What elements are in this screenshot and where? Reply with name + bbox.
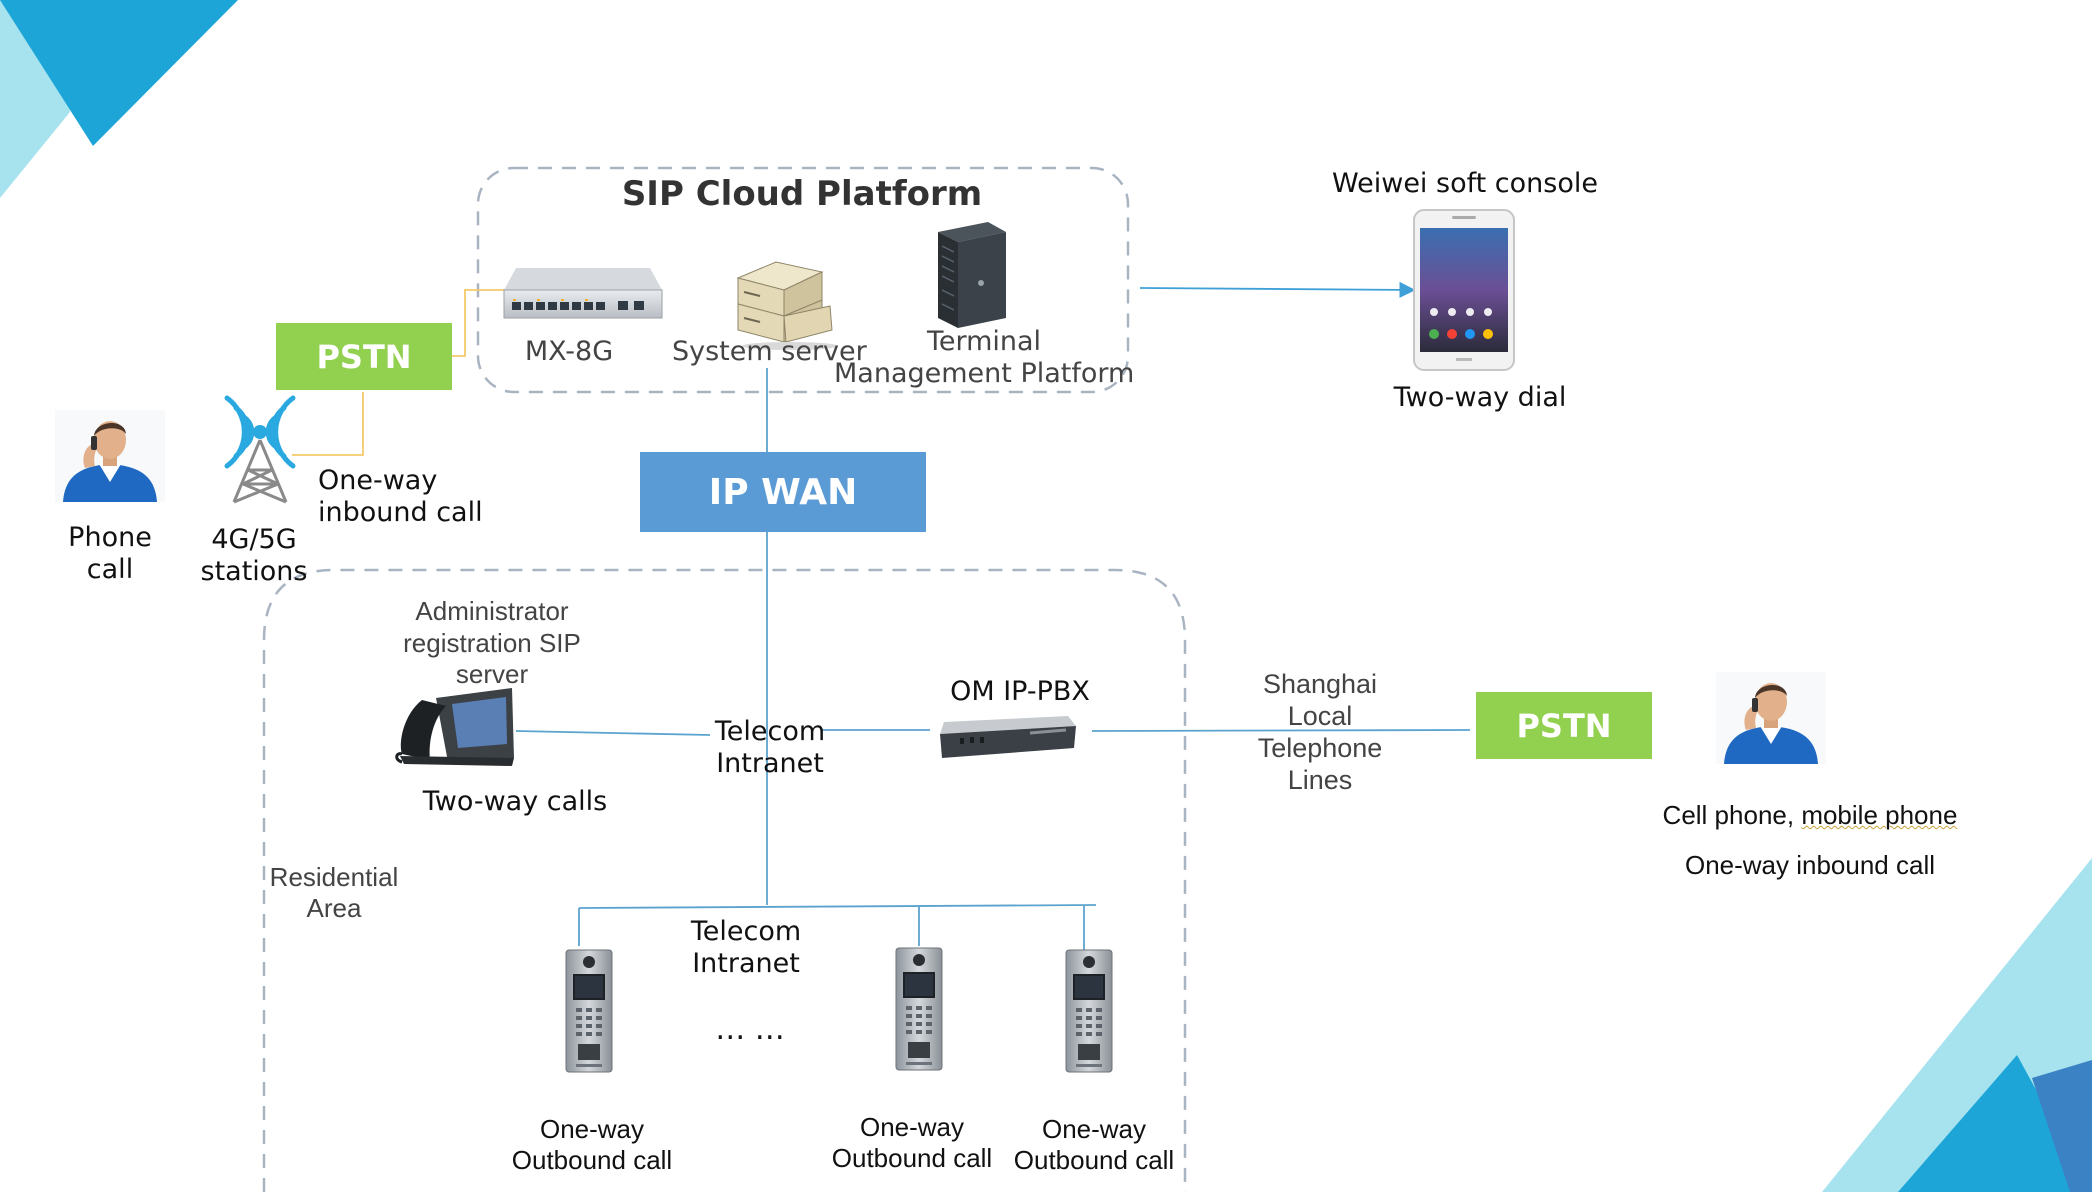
ip-wan-label: IP WAN [708, 471, 858, 513]
pstn-to-station-line [292, 392, 364, 456]
rack-pbx-icon [940, 716, 1076, 758]
weiwei-console-label: Weiwei soft console [1332, 168, 1598, 199]
cell-phone-underlined: mobile phone [1801, 800, 1958, 830]
door-intercom-icon [895, 947, 943, 1071]
door-intercom-icon [1065, 949, 1113, 1073]
one-way-inbound-right-label: One-way inbound call [1684, 850, 1936, 880]
cell-tower-icon [224, 395, 296, 504]
cell-phone-label: Cell phone, mobile phone [1640, 800, 1980, 831]
corner-decoration-dark [0, 0, 238, 146]
pstn-left-box: PSTN [276, 323, 452, 390]
door-intercom-icon [565, 949, 613, 1073]
server-rack-icon [736, 261, 838, 350]
pstn-right-box: PSTN [1476, 692, 1652, 759]
pstn-left-label: PSTN [316, 337, 412, 376]
person-on-phone-icon [55, 410, 165, 502]
switch-icon [503, 268, 663, 319]
ellipsis-label: … … [715, 1012, 785, 1047]
system-server-label: System server [672, 336, 867, 367]
intercom-bus-line [578, 904, 1097, 909]
cloud-platform-title: SIP Cloud Platform [621, 174, 983, 214]
ip-wan-box: IP WAN [640, 452, 926, 532]
pstn-right-label: PSTN [1516, 706, 1612, 745]
cell-phone-prefix: Cell phone, [1662, 800, 1802, 830]
om-ippbx-label: OM IP-PBX [950, 676, 1090, 707]
two-way-dial-label: Two-way dial [1393, 382, 1567, 413]
corner-decoration-accent [2032, 1060, 2092, 1192]
admin-phone-line [515, 730, 711, 736]
smartphone-icon [1413, 209, 1515, 371]
cloud-platform-region [476, 166, 1130, 394]
cloud-to-console-arrow [1139, 281, 1416, 298]
tower-server-icon [938, 222, 1006, 328]
residential-area-region [262, 568, 1187, 1192]
person-on-phone-icon [1716, 672, 1826, 764]
mx8g-to-pstn-line [452, 289, 509, 357]
two-way-calls-label: Two-way calls [422, 786, 608, 817]
corner-decoration-dark [1898, 1055, 2092, 1192]
mx8g-label: MX-8G [524, 336, 614, 367]
ip-desk-phone-icon [395, 688, 514, 766]
pbx-to-pstn-line [1091, 729, 1471, 732]
